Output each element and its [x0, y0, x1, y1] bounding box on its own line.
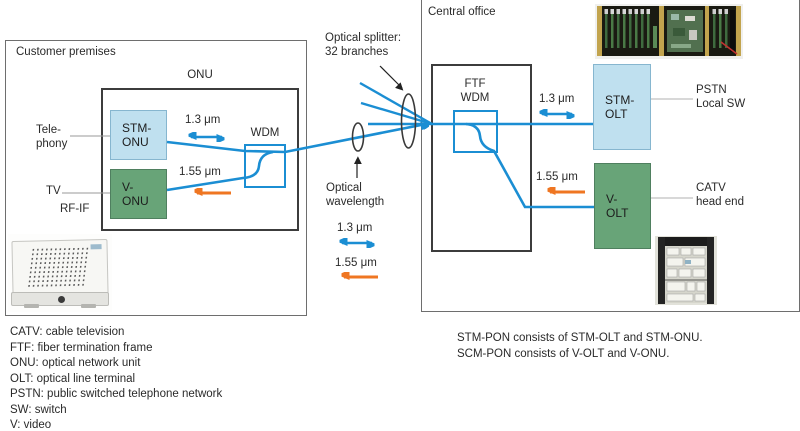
optical-wavelength-label: Optical wavelength	[326, 182, 384, 209]
stm-olt-label-line2: OLT	[605, 107, 628, 121]
central-office-title: Central office	[428, 6, 496, 18]
telephony-label-line2: phony	[36, 137, 68, 150]
onu-foot-right	[81, 304, 96, 308]
ftf-wdm-label-line1: FTF	[464, 78, 486, 90]
catv-label-line2: head end	[696, 195, 744, 208]
glossary-catv: CATV: cable television	[10, 326, 125, 338]
stm-onu-label-line1: STM-	[122, 120, 152, 135]
splitter-branch-1	[359, 81, 433, 126]
glossary-sw: SW: switch	[10, 403, 67, 416]
pcb-cards-left	[604, 9, 657, 48]
lambda13-label-customer: 1.3 μm	[185, 114, 221, 126]
telephony-label: Tele- phony	[36, 124, 67, 151]
optical-splitter-label-line1: Optical splitter:	[325, 32, 402, 44]
glossary: CATV: cable television FTF: fiber termin…	[10, 325, 222, 431]
v-olt-wdm-branch	[465, 122, 594, 209]
optical-splitter-label: Optical splitter: 32 branches	[325, 32, 401, 59]
customer-premises-box	[5, 40, 307, 316]
pcb-board-middle	[667, 10, 703, 52]
wdm-label-customer: WDM	[250, 127, 280, 139]
onu-device-photo	[8, 234, 112, 312]
catv-label-line1: CATV	[696, 182, 726, 194]
lambda13-legend-label: 1.3 μm	[337, 222, 373, 234]
optical-wavelength-label-line1: Optical	[326, 182, 362, 194]
v-onu-wdm-branch	[166, 150, 274, 192]
v-onu-node: V- ONU	[110, 169, 167, 219]
pstn-label-line2: Local SW	[696, 97, 746, 110]
pon-note-1: STM-PON consists of STM-OLT and STM-ONU.	[457, 332, 703, 344]
onu-connector	[58, 296, 65, 303]
pon-note-2: SCM-PON consists of V-OLT and V-ONU.	[457, 348, 670, 360]
onu-box	[101, 88, 299, 231]
pcb-cards-right	[712, 9, 738, 55]
stm-olt-label-line1: STM-	[605, 92, 635, 107]
optical-splitter-label-line2: 32 branches	[325, 45, 389, 58]
onu-device-front	[11, 292, 109, 308]
ftf-wdm-label: FTF WDM	[444, 78, 506, 105]
glossary-onu: ONU: optical network unit	[10, 357, 141, 369]
pstn-label-line1: PSTN	[696, 84, 727, 96]
optical-splitter-ellipse	[400, 93, 417, 149]
splitter-pointer-arrow	[379, 65, 404, 91]
stm-olt-node: STM- OLT	[593, 64, 651, 150]
stm-onu-label-line2: ONU	[122, 135, 149, 149]
splitter-branch-2	[360, 101, 433, 126]
v-onu-label-line1: V-	[122, 179, 134, 194]
equipment-rack-photo	[655, 236, 717, 305]
v-olt-label-line2: OLT	[606, 206, 629, 220]
central-office-shelf-photo	[595, 4, 743, 59]
v-olt-node: V- OLT	[594, 163, 651, 249]
lambda13-label-central: 1.3 μm	[539, 93, 575, 105]
rack-modules	[666, 247, 706, 302]
lambda155-legend-label: 1.55 μm	[335, 257, 377, 269]
wdm-box-central	[453, 110, 498, 153]
pstn-label: PSTN Local SW	[696, 84, 745, 111]
wdm-box-customer	[244, 144, 286, 188]
customer-premises-title: Customer premises	[16, 46, 116, 58]
glossary-olt: OLT: optical line terminal	[10, 372, 136, 385]
glossary-pstn: PSTN: public switched telephone network	[10, 388, 223, 400]
tv-label: TV	[46, 185, 61, 197]
onu-box-label: ONU	[187, 69, 213, 81]
onu-foot-left	[24, 304, 39, 308]
stm-onu-node: STM- ONU	[110, 110, 167, 160]
rf-if-label: RF-IF	[60, 203, 90, 215]
pon-notes: STM-PON consists of STM-OLT and STM-ONU.…	[457, 330, 703, 362]
glossary-ftf: FTF: fiber termination frame	[10, 341, 153, 354]
glossary-v: V: video	[10, 419, 52, 431]
telephony-label-line1: Tele-	[36, 124, 61, 136]
lambda155-label-central: 1.55 μm	[536, 171, 578, 183]
optical-wavelength-label-line2: wavelength	[326, 195, 385, 208]
v-onu-label-line2: ONU	[122, 194, 149, 208]
downstream-fiber	[166, 124, 426, 154]
catv-label: CATV head end	[696, 182, 744, 209]
v-olt-label-line1: V-	[606, 191, 618, 206]
ftf-box	[431, 64, 532, 252]
optical-wavelength-ellipse	[351, 122, 365, 152]
ftf-wdm-label-line2: WDM	[460, 91, 490, 104]
lambda155-label-customer: 1.55 μm	[179, 166, 221, 178]
